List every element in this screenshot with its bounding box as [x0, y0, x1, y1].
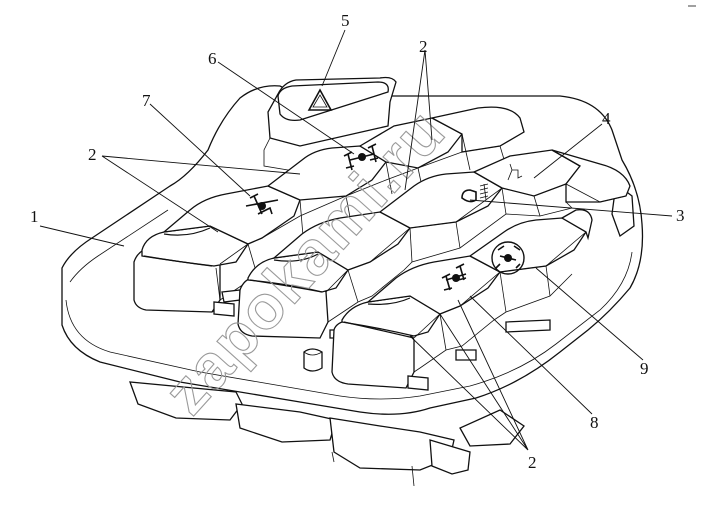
knob[interactable]	[303, 348, 323, 372]
wheel-differential-icon	[491, 241, 525, 275]
callout-6: 6	[208, 49, 217, 68]
top-switch-row	[133, 106, 525, 317]
rocker-switch-2e[interactable]	[551, 149, 631, 203]
rear-fog-lamp-icon	[461, 183, 489, 203]
callout-1: 1	[30, 207, 39, 226]
callout-7: 7	[142, 91, 151, 110]
rear-differential-icon	[441, 263, 467, 291]
callout-labels: 1 2 2 2 3 4 5 6 7 8 9	[30, 11, 685, 472]
callout-4: 4	[602, 109, 611, 128]
callout-2-left: 2	[88, 145, 97, 164]
differential-lock-icon	[343, 143, 379, 171]
leader-lines	[39, 29, 673, 451]
rocker-switch-2c[interactable]	[378, 171, 503, 229]
callout-8: 8	[590, 413, 599, 432]
middle-switch-row	[237, 149, 631, 372]
callout-9: 9	[640, 359, 649, 378]
axle-lock-icon	[245, 193, 279, 215]
hazard-button[interactable]	[263, 76, 397, 173]
rocker-switch-1d[interactable]	[358, 117, 463, 169]
rocker-switch-1c[interactable]	[266, 145, 387, 201]
callout-2-bottom: 2	[528, 453, 537, 472]
callout-3: 3	[676, 206, 685, 225]
callout-2-top: 2	[419, 37, 428, 56]
callout-5: 5	[341, 11, 350, 30]
hazard-triangle-icon	[307, 88, 333, 111]
rocker-switch-3c[interactable]	[468, 217, 587, 273]
bottom-switch-row	[331, 209, 593, 391]
work-lamp-icon	[507, 163, 523, 181]
